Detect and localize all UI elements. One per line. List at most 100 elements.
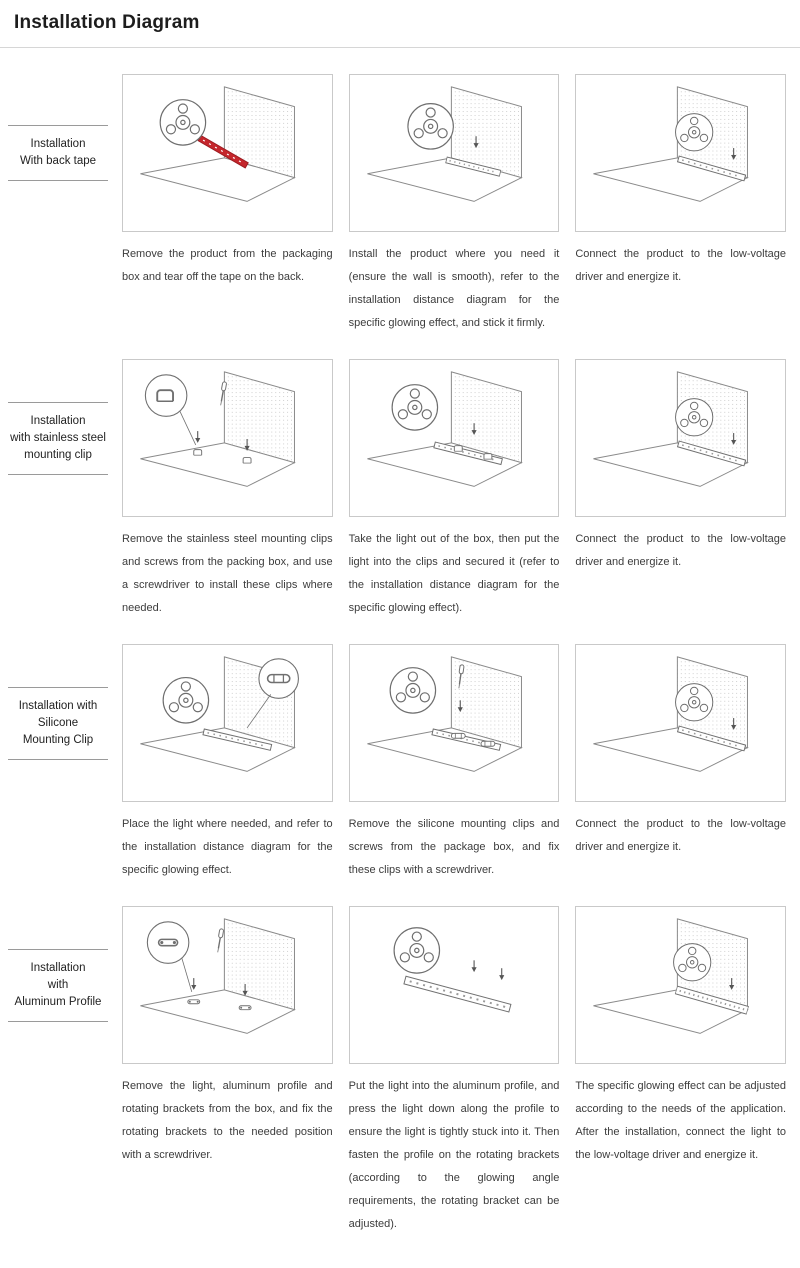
wall-floor-graphic — [366, 371, 522, 487]
led-reel-graphic — [159, 99, 207, 146]
screwdriver-icon — [215, 927, 225, 954]
down-arrow-icon — [190, 977, 197, 991]
step-caption: Connect the product to the low-voltage d… — [575, 533, 787, 568]
light-into-clips-graphic — [366, 371, 522, 487]
rotating-bracket-icon — [157, 938, 179, 947]
step-caption: Remove the light, aluminum profile and r… — [122, 1080, 333, 1161]
magnifier-leader-line — [179, 411, 197, 446]
led-reel-graphic — [675, 683, 714, 722]
wall-floor-graphic — [593, 86, 749, 202]
install-steel-clips-graphic — [139, 371, 295, 487]
rotating-bracket-icon — [187, 999, 201, 1005]
row-label-text: Installation with stainless steel mounti… — [10, 414, 106, 461]
label-rule-top — [8, 401, 108, 403]
step-card: Connect the product to the low-voltage d… — [575, 74, 787, 289]
profile-connect-driver-graphic — [593, 918, 750, 1034]
illustration-light-into-profile — [348, 906, 560, 1064]
install-row-steel-clip: Installation with stainless steel mounti… — [8, 359, 787, 620]
steel-clip-icon — [242, 457, 252, 464]
magnifier-leader-line — [181, 958, 193, 993]
place-light-graphic — [139, 656, 299, 772]
wall-floor-graphic — [593, 656, 749, 772]
step-card: Remove the product from the packaging bo… — [122, 74, 333, 289]
down-arrow-icon — [498, 967, 505, 981]
step-card: Put the light into the aluminum profile,… — [348, 906, 560, 1236]
illustration-install-steel-clips — [122, 359, 333, 517]
illustration-connect-driver — [575, 74, 787, 232]
step-caption: Connect the product to the low-voltage d… — [575, 818, 787, 853]
illustration-fix-silicone-clips — [348, 644, 560, 802]
row-label-steel-clip: Installation with stainless steel mounti… — [8, 359, 108, 517]
wall-floor-graphic — [139, 86, 295, 202]
label-rule-bottom — [8, 180, 108, 181]
silicone-clip-icon — [450, 732, 466, 739]
install-row-aluminum-profile: Installation with Aluminum Profile — [8, 906, 787, 1236]
wall-floor-graphic — [593, 918, 749, 1034]
row-label-text: Installation With back tape — [19, 138, 97, 167]
down-arrow-icon — [194, 430, 201, 444]
led-reel-graphic — [162, 676, 210, 724]
label-rule-top — [8, 125, 108, 126]
illustration-reel-red-tape — [122, 74, 333, 232]
step-caption: Remove the silicone mounting clips and s… — [348, 818, 560, 876]
install-row-back-tape: Installation With back tape Remove the p… — [8, 74, 787, 335]
illustration-stick-strip — [348, 74, 560, 232]
steel-clip-icon — [193, 449, 203, 456]
page-header: Installation Diagram — [0, 0, 800, 48]
light-into-profile-graphic — [393, 927, 512, 1013]
steel-clip-icon — [156, 389, 174, 403]
step-card: Take the light out of the box, then put … — [348, 359, 560, 620]
illustration-connect-driver — [575, 644, 787, 802]
row-label-text: Installation with Aluminum Profile — [14, 961, 102, 1008]
step-caption: Place the light where needed, and refer … — [122, 818, 333, 876]
silicone-clip-icon — [480, 740, 495, 747]
page-title: Installation Diagram — [14, 12, 200, 33]
label-rule-top — [8, 948, 108, 950]
diagram-grid: Installation With back tape Remove the p… — [0, 48, 800, 1268]
led-reel-graphic — [393, 927, 440, 974]
led-reel-graphic — [389, 667, 436, 714]
step-card: The specific glowing effect can be adjus… — [575, 906, 787, 1167]
connect-driver-graphic — [593, 371, 749, 487]
step-card: Remove the light, aluminum profile and r… — [122, 906, 333, 1167]
down-arrow-icon — [470, 959, 477, 973]
step-card: Remove the silicone mounting clips and s… — [348, 644, 560, 882]
step-caption: Connect the product to the low-voltage d… — [575, 248, 787, 283]
step-caption: Remove the stainless steel mounting clip… — [122, 533, 333, 614]
illustration-connect-driver — [575, 359, 787, 517]
illustration-place-light — [122, 644, 333, 802]
row-label-back-tape: Installation With back tape — [8, 74, 108, 232]
connect-driver-graphic — [593, 656, 749, 772]
install-row-silicone-clip: Installation with Silicone Mounting Clip… — [8, 644, 787, 882]
step-card: Place the light where needed, and refer … — [122, 644, 333, 882]
illustration-profile-connect-driver — [575, 906, 787, 1064]
led-reel-graphic — [675, 398, 714, 437]
aluminum-profile-graphic — [402, 975, 512, 1013]
label-rule-bottom — [8, 1020, 108, 1022]
led-reel-graphic — [407, 103, 454, 150]
step-caption: Put the light into the aluminum profile,… — [348, 1080, 560, 1230]
label-rule-top — [8, 686, 108, 688]
step-caption: Install the product where you need it (e… — [348, 248, 560, 329]
reel-red-tape-graphic — [139, 86, 295, 202]
row-label-text: Installation with Silicone Mounting Clip — [18, 699, 98, 746]
connect-driver-graphic — [593, 86, 749, 202]
install-brackets-graphic — [139, 918, 295, 1034]
steel-clip-icon — [483, 453, 493, 460]
row-label-aluminum-profile: Installation with Aluminum Profile — [8, 906, 108, 1064]
step-caption: The specific glowing effect can be adjus… — [575, 1080, 787, 1161]
led-reel-graphic — [673, 943, 712, 982]
row-label-silicone-clip: Installation with Silicone Mounting Clip — [8, 644, 108, 802]
illustration-light-into-clips — [348, 359, 560, 517]
step-card: Connect the product to the low-voltage d… — [575, 644, 787, 859]
step-caption: Remove the product from the packaging bo… — [122, 248, 333, 283]
led-reel-graphic — [675, 113, 714, 152]
wall-floor-graphic — [366, 656, 522, 772]
steel-clip-icon — [453, 445, 463, 452]
step-card: Install the product where you need it (e… — [348, 74, 560, 335]
illustration-install-brackets — [122, 906, 333, 1064]
label-rule-bottom — [8, 473, 108, 475]
wall-floor-graphic — [593, 371, 749, 487]
silicone-clip-icon — [266, 673, 291, 684]
